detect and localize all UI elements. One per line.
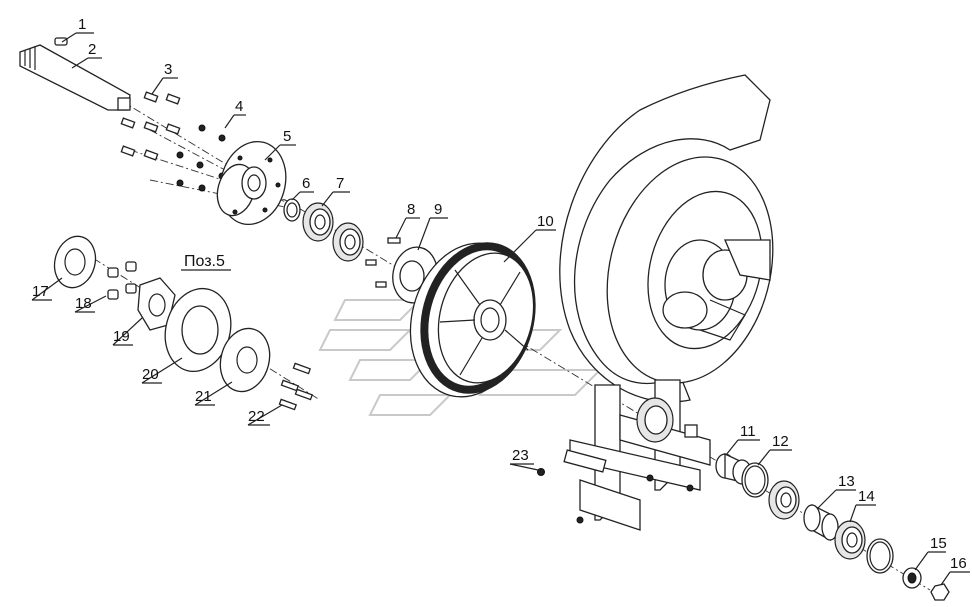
callout-17: 17 — [32, 283, 49, 300]
callout-10: 10 — [537, 213, 554, 230]
bearing-7a — [302, 202, 334, 242]
bearing-14 — [834, 520, 866, 560]
callout-19: 19 — [113, 328, 130, 345]
callout-3: 3 — [164, 61, 172, 78]
bushing-11 — [715, 452, 752, 485]
bolts — [120, 91, 181, 161]
callout-4: 4 — [235, 98, 243, 115]
callout-1: 1 — [78, 16, 86, 33]
callout-labels: 1 2 3 4 5 6 7 8 9 10 11 12 13 14 15 16 1… — [32, 16, 967, 572]
callout-2: 2 — [88, 41, 96, 58]
callout-6: 6 — [302, 175, 310, 192]
washer-15 — [902, 567, 922, 589]
callout-22: 22 — [248, 408, 265, 425]
nut-16 — [930, 583, 950, 601]
circlip-12 — [741, 462, 769, 498]
callout-21: 21 — [195, 388, 212, 405]
stand-frame — [563, 379, 711, 531]
fan-housing — [559, 74, 774, 403]
callout-18: 18 — [75, 295, 92, 312]
washers — [176, 124, 226, 192]
detail-pos5 — [53, 235, 314, 411]
flange-hub — [216, 140, 287, 226]
circlip-14b — [866, 538, 894, 574]
screws-8 — [365, 237, 401, 288]
shaft — [19, 44, 131, 111]
callout-16: 16 — [950, 555, 967, 572]
callout-8: 8 — [407, 201, 415, 218]
callout-7: 7 — [336, 175, 344, 192]
bearing-7b — [332, 222, 364, 262]
detail-label: Поз.5 — [184, 253, 225, 270]
leader-lines — [31, 32, 970, 586]
key — [54, 37, 68, 46]
callout-23: 23 — [512, 447, 529, 464]
callout-5: 5 — [283, 128, 291, 145]
callout-11: 11 — [740, 423, 756, 440]
callout-20: 20 — [142, 366, 159, 383]
callout-12: 12 — [772, 433, 789, 450]
pulley — [409, 242, 536, 398]
nut-23 — [537, 468, 545, 476]
callout-15: 15 — [930, 535, 947, 552]
callout-9: 9 — [434, 201, 442, 218]
sleeve-13 — [803, 503, 839, 542]
retaining-ring-6 — [283, 198, 301, 222]
callout-14: 14 — [858, 488, 875, 505]
callout-13: 13 — [838, 473, 855, 490]
bearing-12b — [768, 480, 800, 520]
